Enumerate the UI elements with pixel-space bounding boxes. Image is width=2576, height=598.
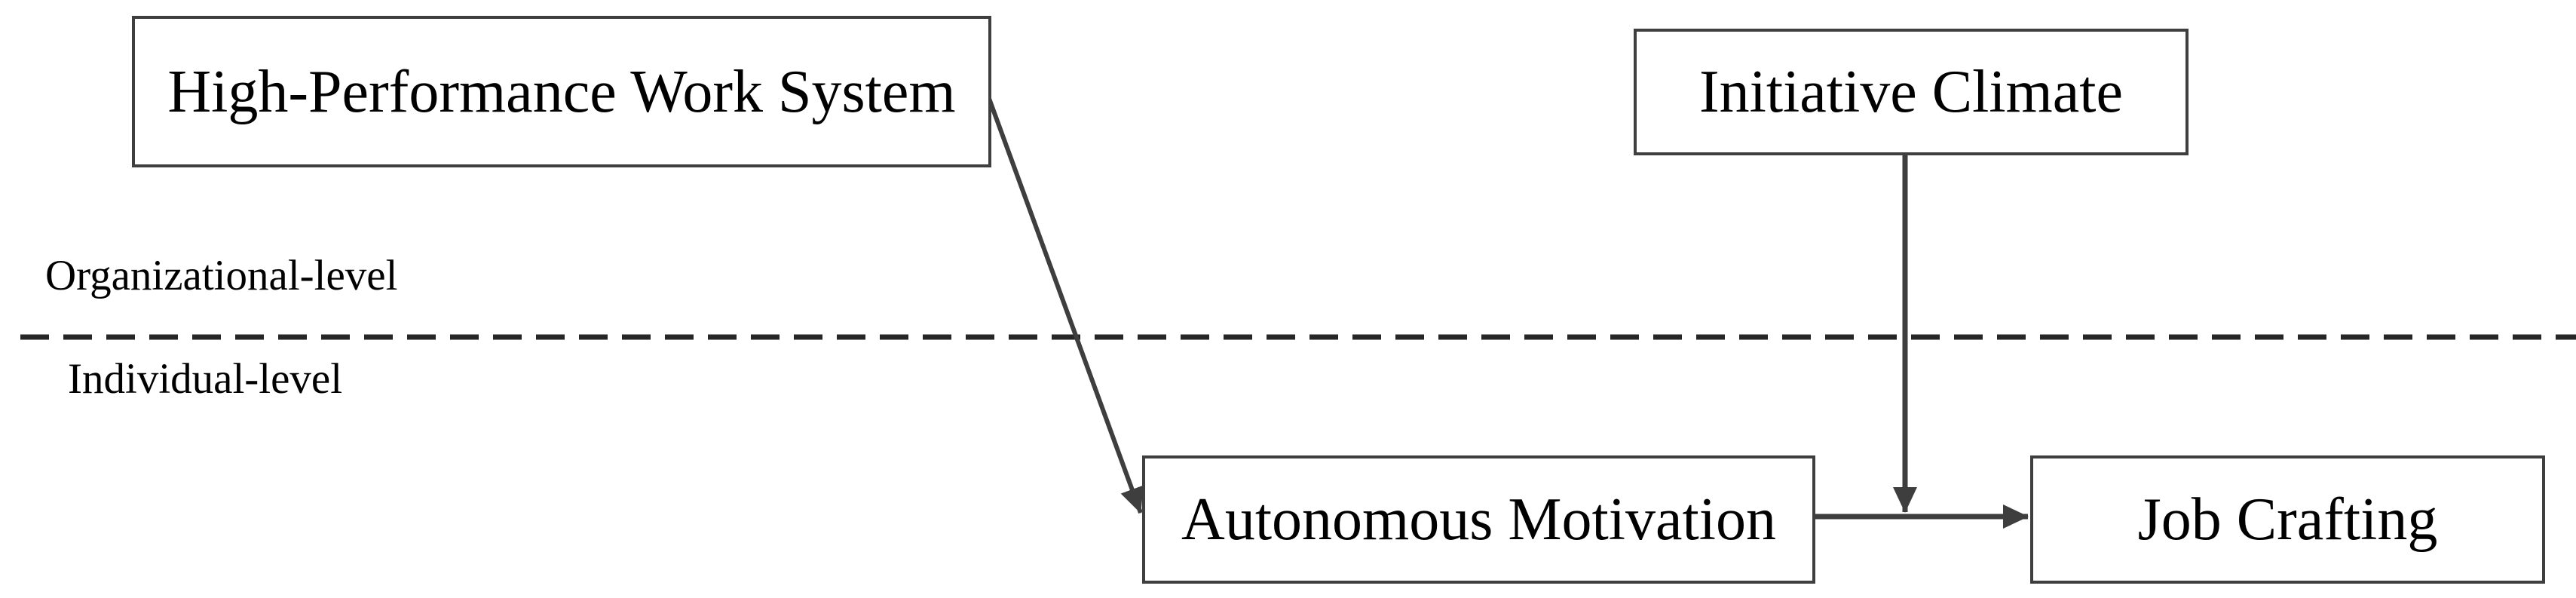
individual-level-label: Individual-level [68,355,343,403]
hpws-box-label: High-Performance Work System [167,58,956,125]
hpws-box: High-Performance Work System [132,16,991,167]
hpws-to-autonomous-motivation-arrow [983,87,1144,514]
job-crafting-box-label: Job Crafting [2137,486,2438,553]
initiative-climate-box: Initiative Climate [1634,29,2189,155]
autonomous-motivation-box-label: Autonomous Motivation [1181,486,1776,553]
autonomous-motivation-box: Autonomous Motivation [1142,455,1815,584]
organizational-level-label: Organizational-level [45,252,398,299]
job-crafting-box: Job Crafting [2030,455,2545,584]
initiative-climate-box-label: Initiative Climate [1698,59,2124,125]
